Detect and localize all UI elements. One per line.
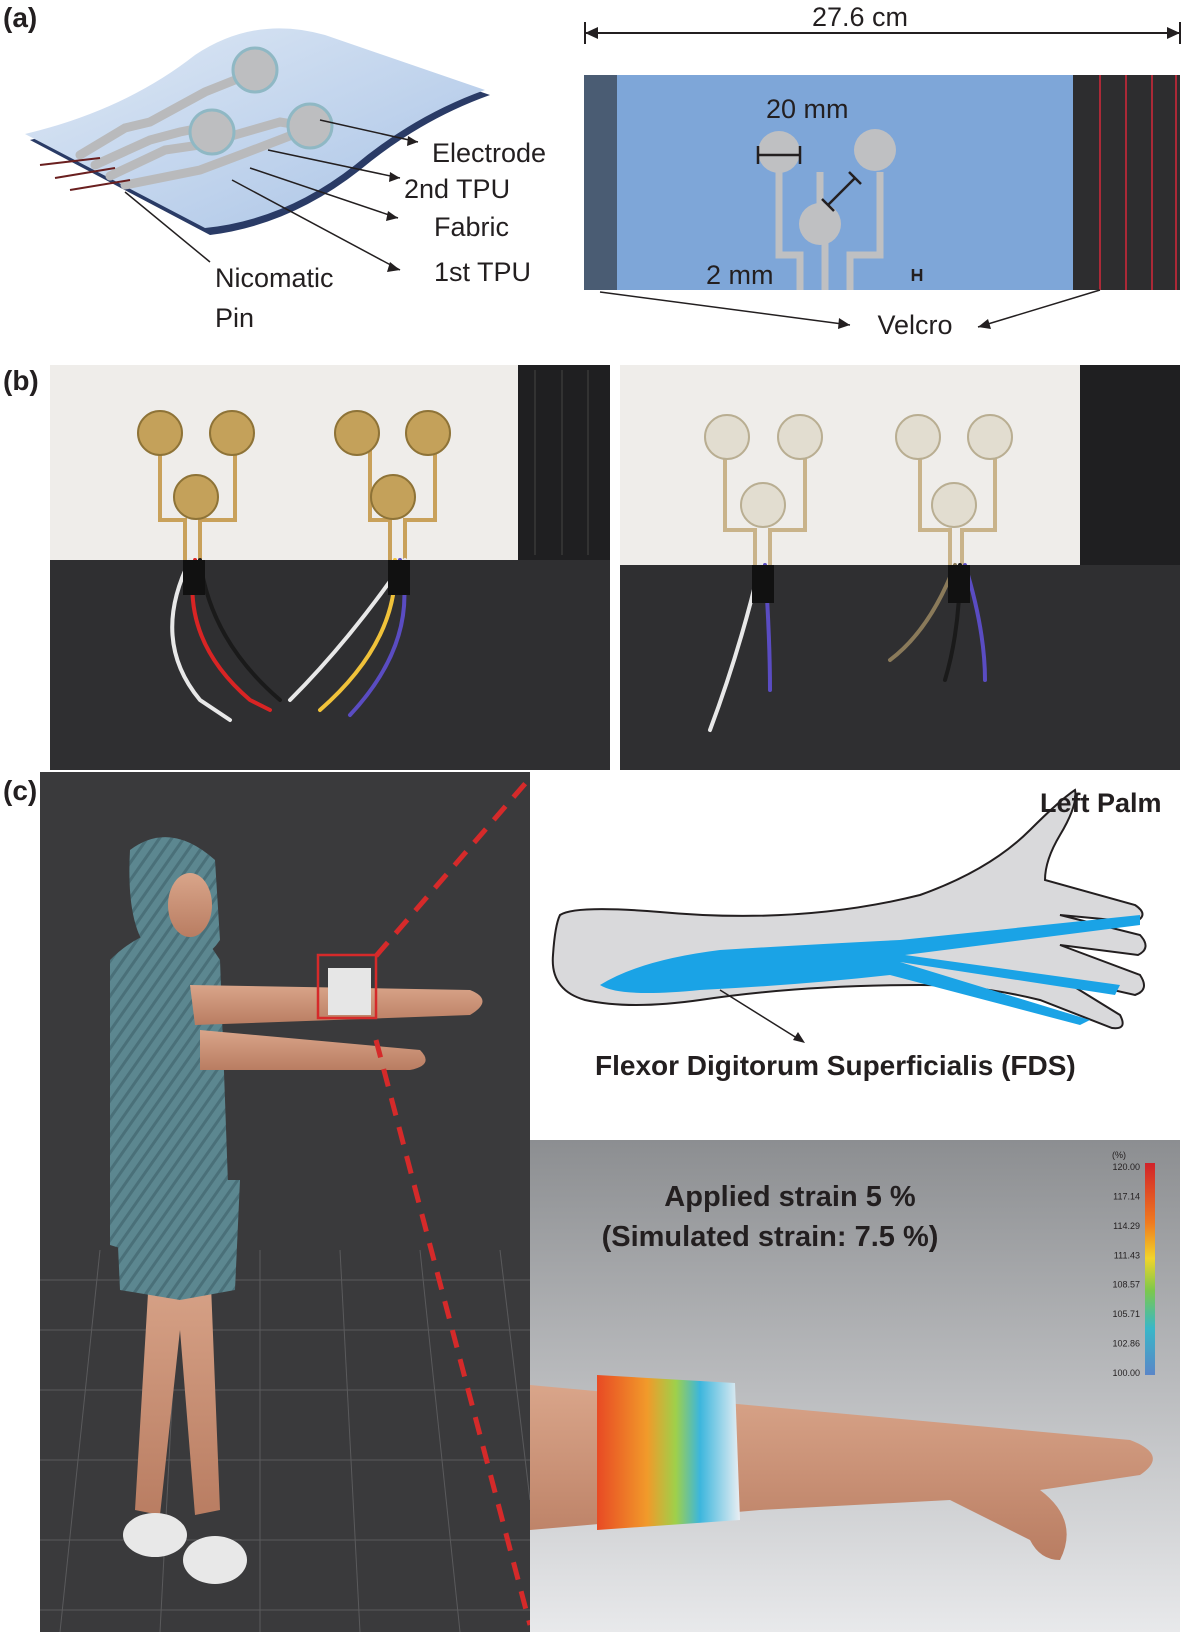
layered-sheet-illustration bbox=[25, 28, 490, 272]
colorbar-tick-label: 111.43 bbox=[1114, 1250, 1140, 1260]
gold-electrode bbox=[334, 410, 380, 456]
arm bbox=[200, 1030, 426, 1070]
colorbar-tick-label: 117.14 bbox=[1113, 1191, 1140, 1201]
colorbar: (%) 120.00 117.14 114.29 111.43 108.57 105.71… bbox=[1112, 1150, 1155, 1378]
label-2nd-tpu: 2nd TPU bbox=[404, 174, 510, 204]
diameter-label: 20 mm bbox=[766, 94, 849, 124]
photo-coated-electrodes bbox=[620, 365, 1180, 770]
fds-muscle bbox=[600, 915, 1140, 1025]
panel-label-a: (a) bbox=[3, 2, 38, 33]
coated-electrode bbox=[895, 414, 941, 460]
zoom-indicator-lines bbox=[373, 776, 533, 1626]
strain-band bbox=[597, 1375, 740, 1530]
avatar-person bbox=[110, 837, 483, 1584]
gold-electrode bbox=[370, 474, 416, 520]
colorbar-tick-label: 105.71 bbox=[1112, 1309, 1140, 1319]
velcro-left bbox=[584, 75, 617, 290]
coated-electrode bbox=[777, 414, 823, 460]
electrode-pad bbox=[231, 46, 279, 94]
label-fabric: Fabric bbox=[434, 212, 509, 242]
electrode-pad bbox=[758, 131, 800, 173]
photo-gold-electrodes bbox=[50, 365, 610, 770]
gold-electrode bbox=[173, 474, 219, 520]
coated-electrode bbox=[704, 414, 750, 460]
gap-label: 2 mm bbox=[706, 260, 774, 290]
strain-simulation: Applied strain 5 % (Simulated strain: 7.… bbox=[530, 1140, 1180, 1632]
colorbar-tick-label: 108.57 bbox=[1112, 1280, 1140, 1290]
label-1st-tpu: 1st TPU bbox=[434, 257, 531, 287]
shoe bbox=[123, 1513, 187, 1557]
electrode-pad bbox=[286, 102, 334, 150]
electrode-pad bbox=[854, 129, 896, 171]
colorbar-tick-label: 120.00 bbox=[1112, 1162, 1140, 1172]
shorts bbox=[115, 1180, 240, 1300]
fds-label: Flexor Digitorum Superficialis (FDS) bbox=[595, 1050, 1076, 1081]
face bbox=[168, 873, 212, 937]
colorbar-gradient bbox=[1145, 1163, 1155, 1375]
coated-electrode bbox=[967, 414, 1013, 460]
simulated-strain-label: (Simulated strain: 7.5 %) bbox=[602, 1221, 939, 1253]
electrode-pad bbox=[188, 108, 236, 156]
gold-electrode bbox=[405, 410, 451, 456]
velcro-label: Velcro bbox=[877, 310, 952, 340]
band-top-view: 27.6 cm bbox=[584, 2, 1181, 340]
avatar-scene bbox=[40, 772, 533, 1632]
length-label: 27.6 cm bbox=[812, 2, 908, 32]
sensor-band bbox=[328, 968, 371, 1015]
label-nicomatic: Nicomatic bbox=[215, 263, 334, 293]
panel-a: Electrode 2nd TPU Fabric 1st TPU Nicomat… bbox=[25, 2, 1181, 340]
colorbar-unit: (%) bbox=[1112, 1150, 1126, 1160]
colorbar-tick-label: 114.29 bbox=[1113, 1221, 1140, 1231]
colorbar-tick-label: 100.00 bbox=[1112, 1368, 1140, 1378]
panel-b bbox=[50, 365, 1180, 770]
applied-strain-label: Applied strain 5 % bbox=[664, 1181, 916, 1213]
colorbar-ticks: 120.00 117.14 114.29 111.43 108.57 105.71 102.… bbox=[1112, 1162, 1140, 1378]
left-palm-label: Left Palm bbox=[1040, 788, 1162, 818]
electrode-pad bbox=[799, 203, 841, 245]
panel-c: Left Palm Flexor Digitorum Superficialis… bbox=[40, 772, 1180, 1632]
colorbar-tick-label: 102.86 bbox=[1112, 1339, 1140, 1349]
label-electrode: Electrode bbox=[432, 138, 546, 168]
panel-label-c: (c) bbox=[3, 775, 38, 806]
shoe bbox=[183, 1536, 247, 1584]
panel-label-b: (b) bbox=[3, 365, 39, 396]
band-fabric bbox=[584, 75, 1074, 290]
highlight-box bbox=[316, 953, 378, 1020]
gold-electrode bbox=[209, 410, 255, 456]
forearm-anatomy bbox=[551, 788, 1147, 1043]
coated-electrode bbox=[931, 482, 977, 528]
gold-electrode bbox=[137, 410, 183, 456]
label-pin: Pin bbox=[215, 303, 254, 333]
coated-electrode bbox=[740, 482, 786, 528]
